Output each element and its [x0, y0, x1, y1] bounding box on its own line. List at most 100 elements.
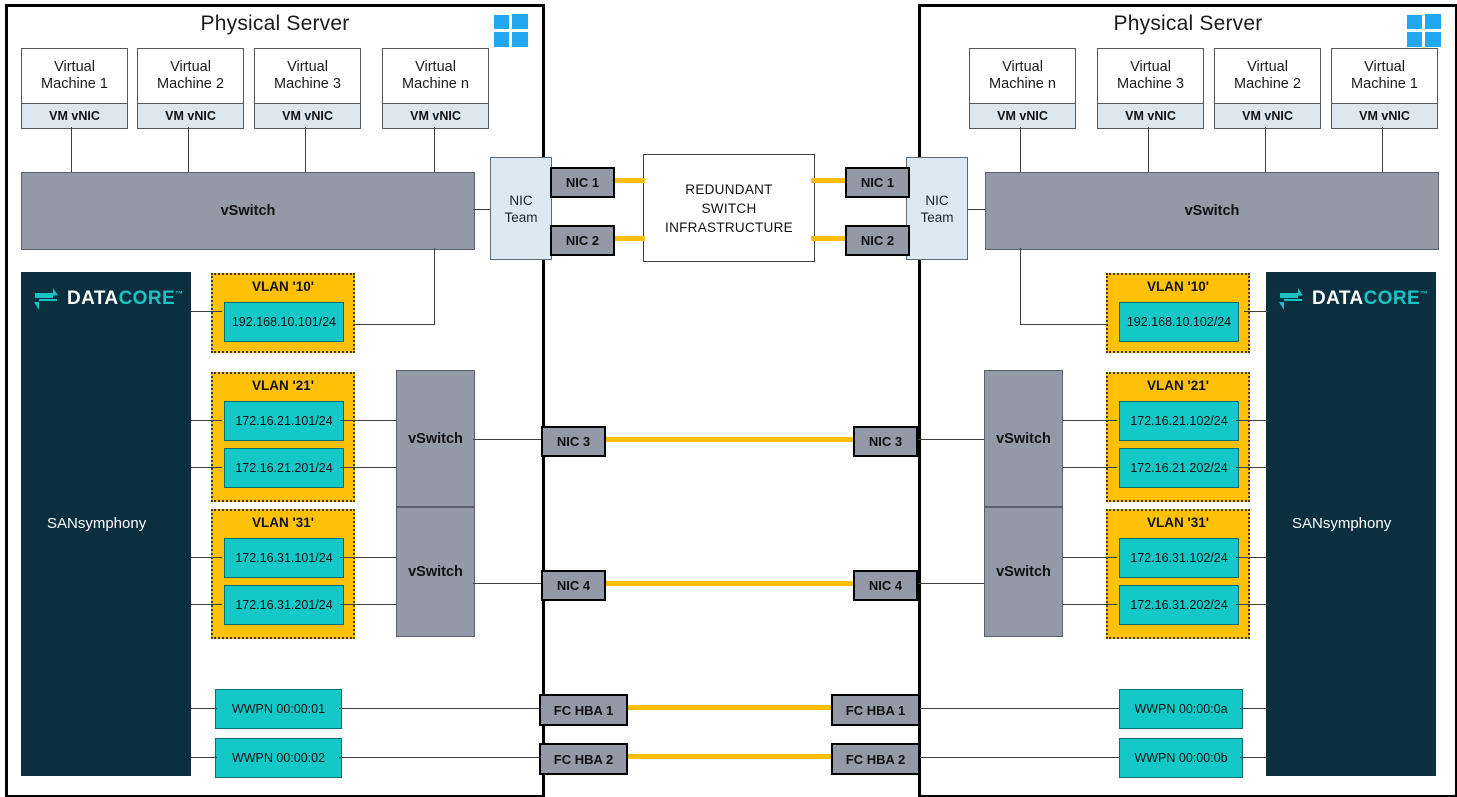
connector-vlan21-vswitch	[340, 420, 397, 421]
left-main-vswitch[interactable]: vSwitch	[21, 172, 475, 250]
vlan-ip-box[interactable]: 172.16.21.101/24	[224, 401, 344, 441]
connector-vswitch-vlan10	[434, 248, 435, 324]
right-vlan21-vswitch[interactable]: vSwitch	[984, 370, 1063, 507]
left-port-nic-4[interactable]: NIC 4	[541, 570, 606, 601]
right-wwpn-2[interactable]: WWPN 00:00:0b	[1119, 738, 1243, 778]
left-vlan31-vswitch[interactable]: vSwitch	[396, 507, 475, 637]
left-port-nic-2[interactable]: NIC 2	[550, 225, 615, 256]
right-port-nic-2[interactable]: NIC 2	[845, 225, 910, 256]
vlan-label: VLAN '10'	[252, 279, 314, 294]
right-main-vswitch[interactable]: vSwitch	[985, 172, 1439, 250]
datacore-arrows-icon	[33, 287, 59, 311]
vlan-ip-box[interactable]: 192.168.10.102/24	[1119, 302, 1239, 342]
left-port-nic-3[interactable]: NIC 3	[541, 426, 606, 457]
connector-vnic-vswitch	[1382, 127, 1383, 172]
vlan-ip-box[interactable]: 172.16.21.102/24	[1119, 401, 1239, 441]
right-vlan-31-group: VLAN '31' 172.16.31.102/24 172.16.31.202…	[1106, 509, 1250, 639]
connector-datacore-vlan31	[191, 604, 222, 605]
vlan-ip-box[interactable]: 172.16.31.102/24	[1119, 538, 1239, 578]
connector-vswitch-nic4	[473, 583, 542, 584]
vlan-ip-box[interactable]: 192.168.10.101/24	[224, 302, 344, 342]
fiber-link-nic2-left	[609, 236, 645, 241]
right-vlan-21-group: VLAN '21' 172.16.21.102/24 172.16.21.202…	[1106, 372, 1250, 502]
fiber-link-nic4	[600, 581, 856, 586]
right-vlan31-vswitch[interactable]: vSwitch	[984, 507, 1063, 637]
connector-vswitch-vlan31	[1061, 557, 1117, 558]
vm-vnic-label: VM vNIC	[22, 103, 127, 128]
left-sansymphony-label: SANsymphony	[47, 515, 147, 532]
connector-vlan10-datacore	[1244, 311, 1269, 312]
datacore-logo: DATACORE™	[33, 287, 183, 311]
left-port-fc-hba-1[interactable]: FC HBA 1	[539, 694, 628, 726]
vlan-label: VLAN '10'	[1147, 279, 1209, 294]
left-port-nic-1[interactable]: NIC 1	[550, 167, 615, 198]
connector-vnic-vswitch	[1020, 127, 1021, 172]
right-port-nic-4[interactable]: NIC 4	[853, 570, 918, 601]
connector-vswitch-vlan10	[1020, 324, 1120, 325]
connector-vlan31-vswitch	[340, 557, 397, 558]
vlan-ip-box[interactable]: 172.16.31.101/24	[224, 538, 344, 578]
connector-vlan31-datacore	[1236, 557, 1269, 558]
vlan-ip-box[interactable]: 172.16.21.202/24	[1119, 448, 1239, 488]
fiber-link-fc-hba-1	[622, 705, 834, 710]
vlan-ip-box[interactable]: 172.16.31.201/24	[224, 585, 344, 625]
vm-vnic-label: VM vNIC	[1098, 103, 1203, 128]
connector-wwpn2-hba2	[339, 757, 542, 758]
redundant-switch-infrastructure: REDUNDANT SWITCH INFRASTRUCTURE	[643, 154, 815, 262]
connector-wwpn1-datacore	[1240, 708, 1269, 709]
left-vlan21-vswitch[interactable]: vSwitch	[396, 370, 475, 507]
left-wwpn-1[interactable]: WWPN 00:00:01	[215, 689, 342, 729]
vm-vnic-label: VM vNIC	[255, 103, 360, 128]
datacore-logo: DATACORE™	[1278, 287, 1428, 311]
vlan-ip-box[interactable]: 172.16.21.201/24	[224, 448, 344, 488]
connector-vswitch-nic3	[473, 439, 542, 440]
datacore-arrows-icon	[1278, 287, 1304, 311]
vm-vnic-label: VM vNIC	[1332, 103, 1437, 128]
vlan-ip-box[interactable]: 172.16.31.202/24	[1119, 585, 1239, 625]
connector-vswitch-vlan31	[1061, 604, 1117, 605]
right-datacore-panel: DATACORE™ SANsymphony	[1266, 272, 1436, 776]
vlan-label: VLAN '21'	[1147, 378, 1209, 393]
connector-hba1-wwpn	[915, 708, 1119, 709]
vlan-label: VLAN '21'	[252, 378, 314, 393]
left-vlan-10-group: VLAN '10' 192.168.10.101/24	[211, 273, 355, 353]
right-port-nic-3[interactable]: NIC 3	[853, 426, 918, 457]
left-port-fc-hba-2[interactable]: FC HBA 2	[539, 743, 628, 775]
vm-vnic-label: VM vNIC	[138, 103, 243, 128]
connector-vnic-vswitch	[71, 127, 72, 172]
connector-nic3-vswitch	[914, 439, 985, 440]
left-wwpn-2[interactable]: WWPN 00:00:02	[215, 738, 342, 778]
right-server-title: Physical Server	[1113, 12, 1263, 35]
connector-vnic-vswitch	[434, 127, 435, 172]
connector-datacore-vlan21	[191, 467, 222, 468]
right-wwpn-1[interactable]: WWPN 00:00:0a	[1119, 689, 1243, 729]
connector-vlan21-datacore	[1236, 420, 1269, 421]
connector-wwpn2-datacore	[1240, 757, 1269, 758]
connector-vnic-vswitch	[1265, 127, 1266, 172]
switch-line-1: REDUNDANT	[685, 181, 773, 197]
connector-vswitch-vlan21	[1061, 420, 1117, 421]
right-port-nic-1[interactable]: NIC 1	[845, 167, 910, 198]
right-port-fc-hba-1[interactable]: FC HBA 1	[831, 694, 920, 726]
right-port-fc-hba-2[interactable]: FC HBA 2	[831, 743, 920, 775]
switch-line-2: SWITCH	[701, 200, 757, 216]
left-vlan-31-group: VLAN '31' 172.16.31.101/24 172.16.31.201…	[211, 509, 355, 639]
fiber-link-fc-hba-2	[622, 754, 834, 759]
connector-vlan31-vswitch	[340, 604, 397, 605]
connector-datacore-vlan10	[191, 311, 222, 312]
